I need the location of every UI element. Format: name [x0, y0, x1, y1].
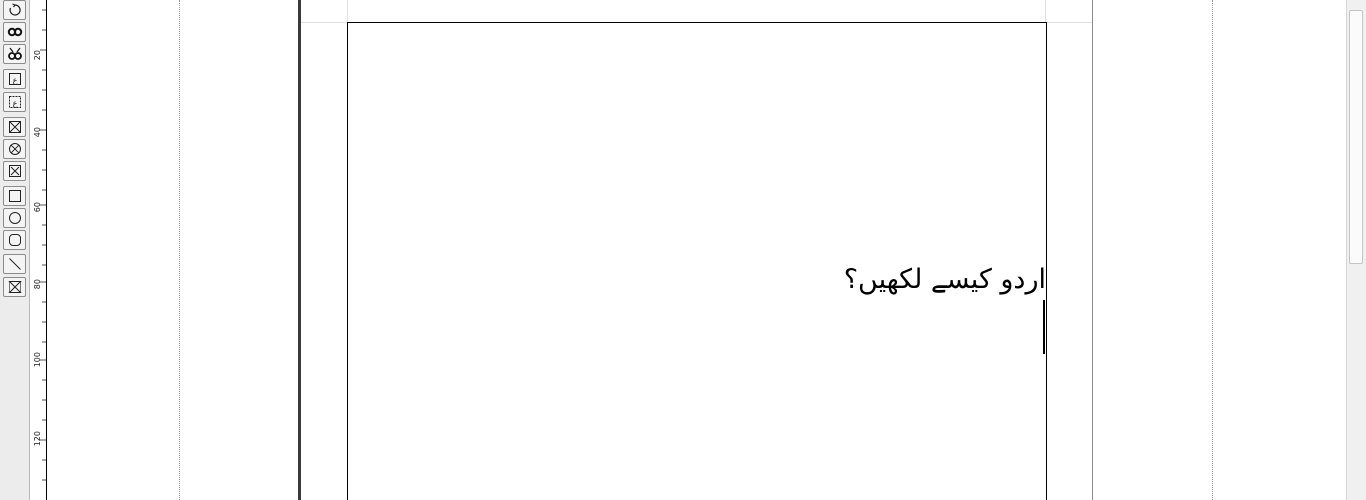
ruler-label: 20: [33, 50, 42, 61]
edit-contents-icon: ع: [8, 73, 21, 85]
margin-guide-right: [1212, 0, 1213, 500]
rounded-shape-tool-button[interactable]: [3, 230, 26, 250]
polygon-frame-tool-button[interactable]: [3, 277, 26, 297]
text-cursor: [1043, 300, 1045, 354]
edit-text-icon: ع: [8, 96, 21, 108]
svg-text:ع: ع: [12, 76, 17, 85]
page-left-edge: [298, 0, 301, 500]
ruler-label: 80: [33, 279, 42, 290]
text-frame[interactable]: اردو کیسے لکھیں؟: [347, 22, 1047, 500]
unlink-frames-icon: [7, 47, 22, 60]
ruler-label: 60: [33, 202, 42, 213]
line-tool-button[interactable]: [3, 254, 26, 274]
vertical-scrollbar-thumb[interactable]: [1349, 10, 1363, 264]
render-frame-tool-button[interactable]: [3, 139, 26, 159]
table-tool-button[interactable]: [3, 161, 26, 181]
line-icon: [8, 258, 21, 270]
page-right-edge: [1092, 0, 1093, 500]
image-frame-tool-button[interactable]: [3, 117, 26, 137]
image-frame-icon: [8, 121, 21, 133]
document-canvas[interactable]: اردو کیسے لکھیں؟: [47, 0, 1346, 500]
right-margin-line: [1045, 0, 1046, 22]
ruler-label: 120: [33, 431, 42, 447]
rectangle-tool-button[interactable]: [3, 186, 26, 206]
rounded-rectangle-icon: [8, 234, 21, 246]
edit-text-tool-button[interactable]: ع: [3, 92, 26, 112]
rotate-icon: [8, 3, 21, 16]
text-frame-content[interactable]: اردو کیسے لکھیں؟: [843, 264, 1046, 295]
vertical-ruler[interactable]: 20 40 60 80 100 120: [30, 0, 47, 500]
render-frame-icon: [8, 143, 21, 155]
rectangle-icon: [8, 190, 21, 202]
tool-palette: ع ع: [0, 0, 30, 500]
rotate-tool-button[interactable]: [3, 0, 26, 20]
left-margin-line: [347, 0, 348, 22]
ruler-label: 100: [33, 352, 42, 368]
ellipse-icon: [8, 212, 21, 224]
table-icon: [8, 165, 21, 177]
polygon-frame-icon: [7, 281, 22, 293]
ruler-ticks: [40, 9, 46, 481]
edit-contents-tool-button[interactable]: ع: [3, 69, 26, 89]
ellipse-tool-button[interactable]: [3, 208, 26, 228]
link-frames-tool-button[interactable]: [3, 22, 26, 42]
ruler-label: 40: [33, 127, 42, 138]
unlink-frames-tool-button[interactable]: [3, 44, 26, 64]
link-frames-icon: [7, 27, 22, 37]
svg-text:ع: ع: [12, 99, 17, 108]
vertical-scrollbar[interactable]: [1346, 0, 1366, 500]
margin-guide-left: [179, 0, 180, 500]
